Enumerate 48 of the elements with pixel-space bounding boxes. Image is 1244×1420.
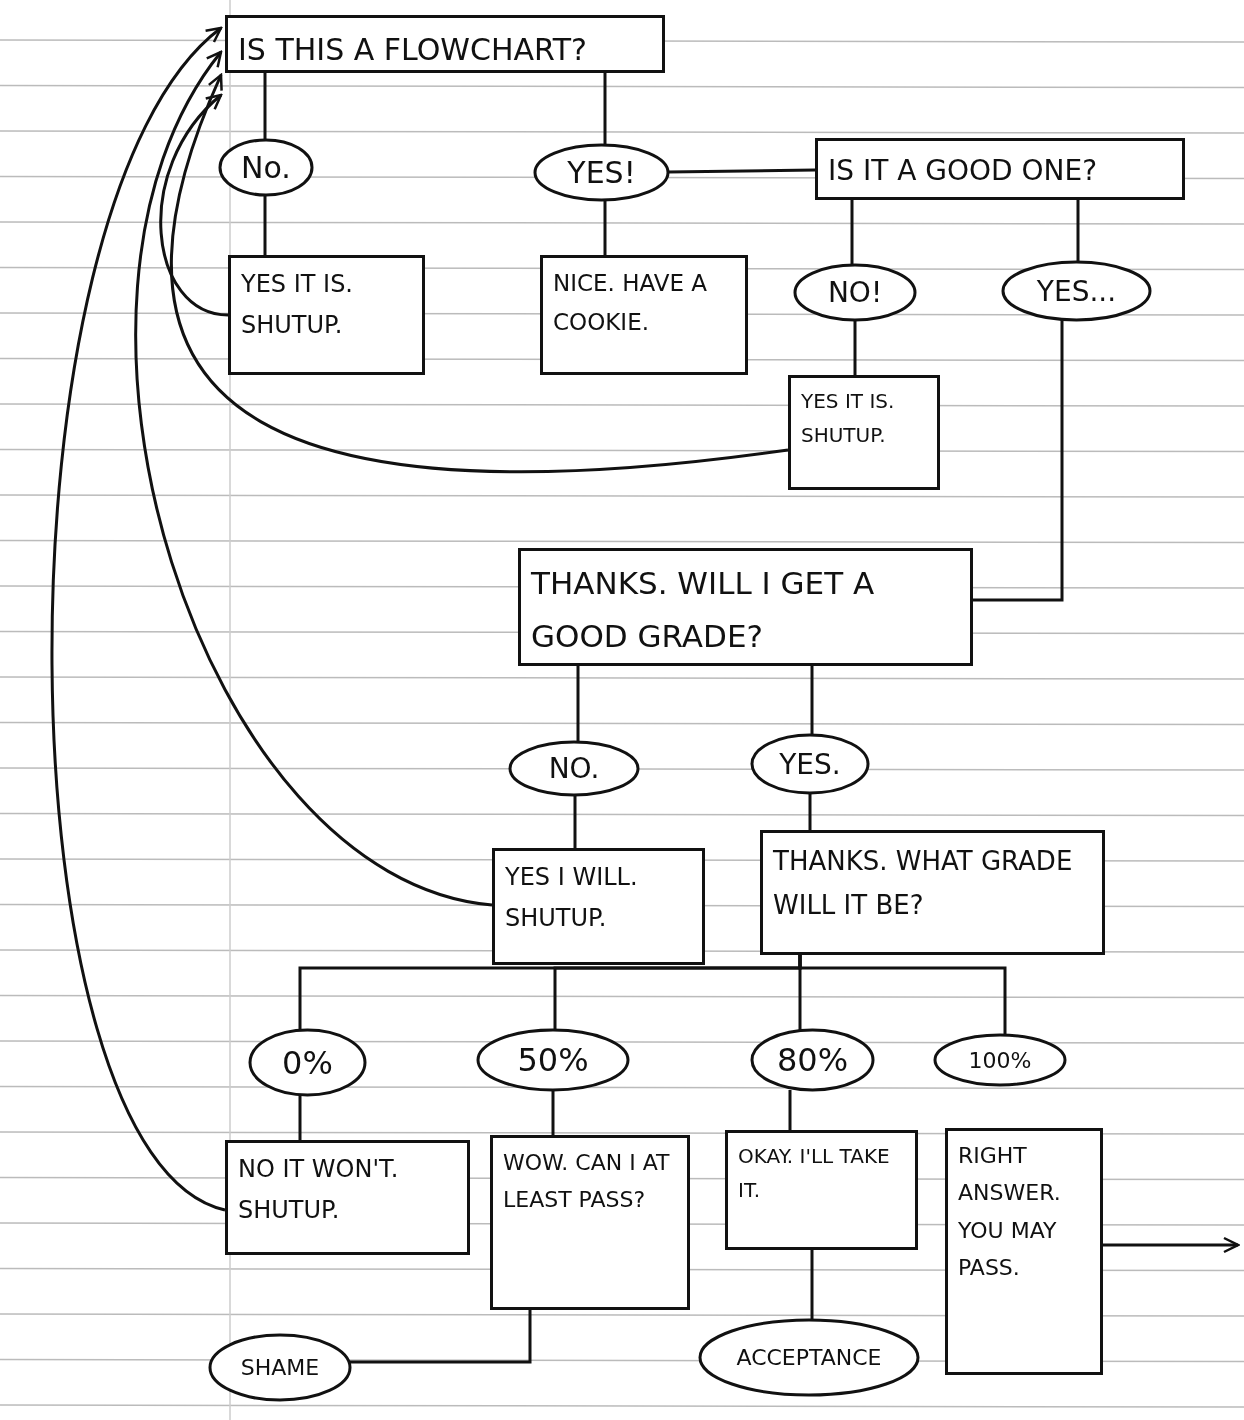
- answer-oval: 0%: [250, 1030, 365, 1095]
- answer-oval: 50%: [478, 1030, 628, 1090]
- connector-line: [973, 320, 1064, 602]
- connector-line: [850, 200, 854, 265]
- connector-line: [798, 955, 1007, 1035]
- statement-box: THANKS. WHAT GRADE WILL IT BE?: [760, 830, 1105, 955]
- connector-line: [603, 73, 607, 145]
- answer-oval: YES!: [535, 145, 668, 200]
- statement-box: IS THIS A FLOWCHART?: [225, 15, 665, 73]
- statement-box: IS IT A GOOD ONE?: [815, 138, 1185, 200]
- connector-line: [350, 1310, 532, 1364]
- answer-oval: NO.: [510, 742, 638, 795]
- arrow: [135, 50, 493, 907]
- arrow: [171, 73, 789, 473]
- statement-box: THANKS. WILL I GET A GOOD GRADE?: [518, 548, 973, 666]
- connector-line: [298, 1095, 302, 1140]
- connector-line: [788, 1090, 792, 1130]
- statement-box: NO IT WON'T. SHUTUP.: [225, 1140, 470, 1255]
- answer-oval: YES.: [752, 735, 868, 793]
- answer-oval: 100%: [935, 1035, 1065, 1085]
- connector-line: [263, 73, 267, 140]
- connector-line: [603, 200, 607, 255]
- statement-box: YES I WILL. SHUTUP.: [492, 848, 705, 965]
- arrow: [1103, 1236, 1240, 1254]
- statement-box: RIGHT ANSWER. YOU MAY PASS.: [945, 1128, 1103, 1375]
- connector-line: [667, 168, 816, 174]
- connector-line: [853, 320, 857, 375]
- statement-box: WOW. CAN I AT LEAST PASS?: [490, 1135, 690, 1310]
- statement-box: YES IT IS. SHUTUP.: [228, 255, 425, 375]
- answer-oval: NO!: [795, 265, 915, 320]
- connector-line: [551, 1090, 555, 1135]
- arrow: [159, 93, 229, 317]
- answer-oval: ACCEPTANCE: [700, 1320, 918, 1395]
- connector-line: [810, 1250, 814, 1320]
- connector-line: [1076, 200, 1080, 262]
- answer-oval: SHAME: [210, 1335, 350, 1400]
- statement-box: NICE. HAVE A COOKIE.: [540, 255, 748, 375]
- connector-line: [808, 793, 812, 830]
- connector-line: [576, 666, 580, 742]
- connector-line: [573, 795, 577, 848]
- answer-oval: YES...: [1003, 262, 1150, 320]
- connector-line: [810, 666, 814, 735]
- answer-oval: 80%: [752, 1030, 873, 1090]
- arrow: [50, 26, 226, 1212]
- statement-box: OKAY. I'LL TAKE IT.: [725, 1130, 918, 1250]
- answer-oval: No.: [220, 140, 312, 195]
- connector-line: [263, 195, 267, 255]
- statement-box: YES IT IS. SHUTUP.: [788, 375, 940, 490]
